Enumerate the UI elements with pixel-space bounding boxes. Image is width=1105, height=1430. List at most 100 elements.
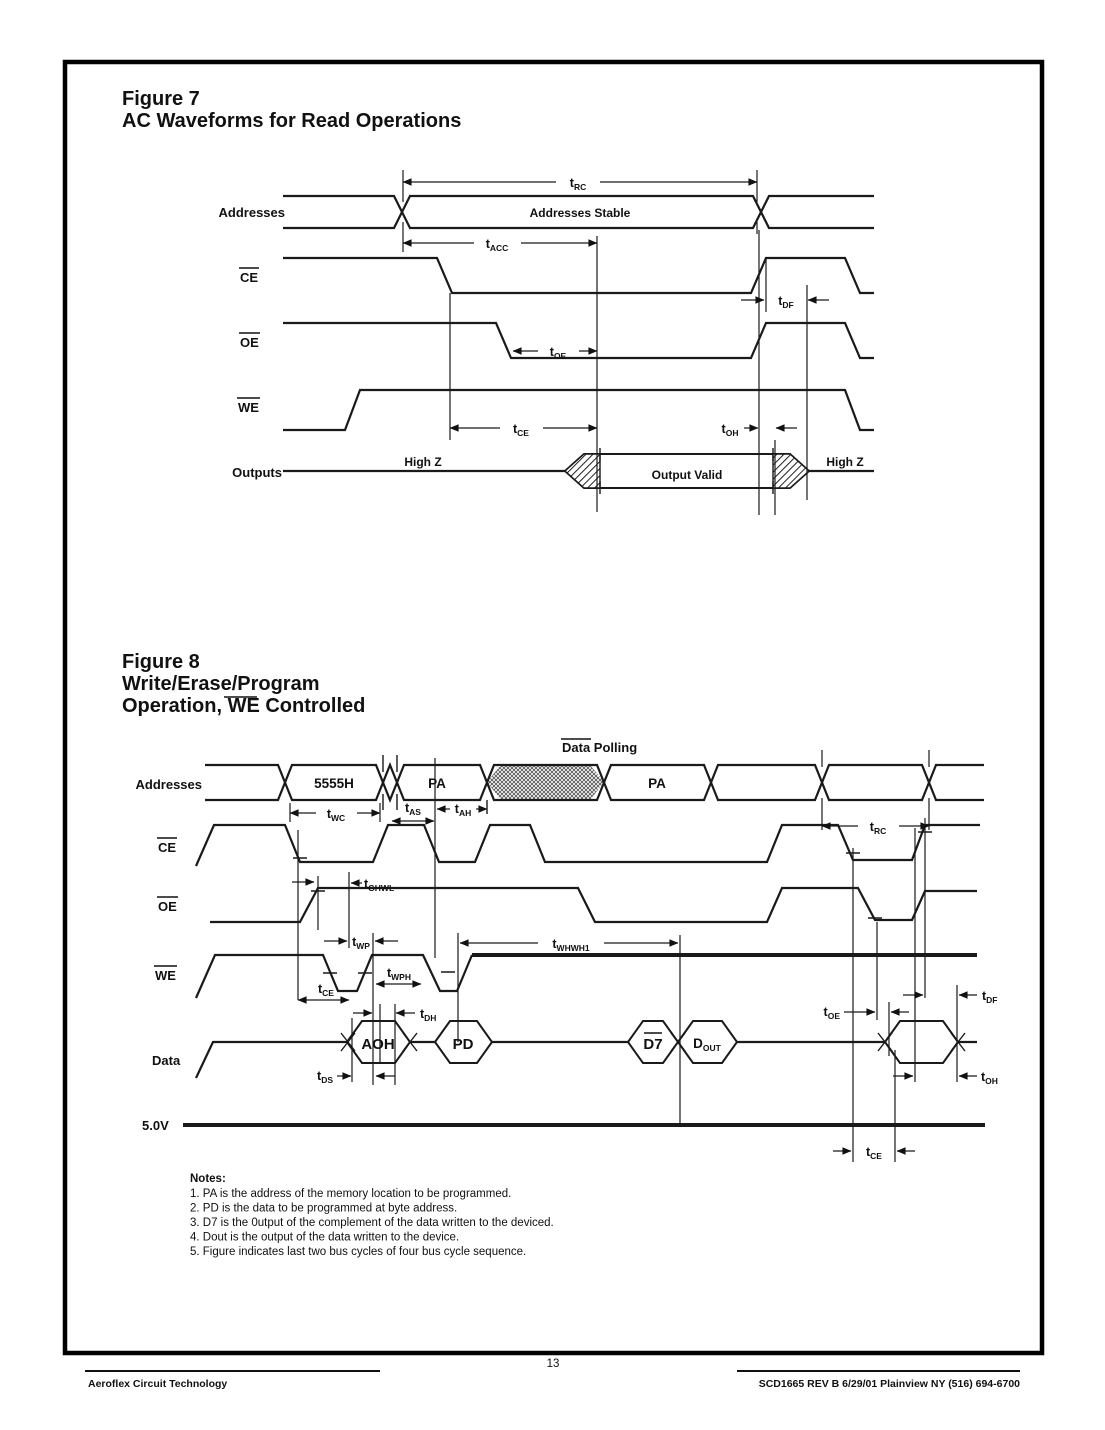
figure8-title-line1: Figure 8 <box>122 651 200 673</box>
page-footer: Aeroflex Circuit Technology 13 SCD1665 R… <box>85 1358 1020 1390</box>
svg-text:WE: WE <box>155 968 176 983</box>
fig8-dim-tce-bottom: tCE <box>833 1145 915 1161</box>
svg-text:tAS: tAS <box>405 801 421 817</box>
svg-text:tOE: tOE <box>550 345 567 361</box>
fig8-addresses-waveform: 5555H PA PA <box>205 755 984 814</box>
fig7-highz-right: High Z <box>826 455 863 469</box>
fig8-bus-d7: D7 <box>643 1032 663 1053</box>
svg-text:OE: OE <box>158 899 177 914</box>
svg-text:Data Polling: Data Polling <box>562 740 637 755</box>
fig8-edge-ticks <box>293 831 932 974</box>
fig8-dim-tdh: tDH <box>353 1007 436 1023</box>
svg-text:tOH: tOH <box>722 422 739 438</box>
svg-text:tCE: tCE <box>866 1145 882 1161</box>
fig8-dim-toe: tOE <box>824 1005 909 1021</box>
fig8-label-5v: 5.0V <box>142 1118 169 1133</box>
figure8-title-line2: Write/Erase/Program <box>122 673 320 695</box>
svg-text:CE: CE <box>158 840 176 855</box>
fig8-dim-tds: tDS <box>317 1069 395 1085</box>
fig7-label-ce: CE <box>239 267 259 285</box>
svg-text:D7: D7 <box>643 1036 662 1053</box>
note-item: 2. PD is the data to be programmed at by… <box>190 1203 457 1215</box>
figure7: Figure 7 AC Waveforms for Read Operation… <box>122 88 874 515</box>
fig8-dim-tas: tAS <box>391 801 435 825</box>
footer-doc-ref: SCD1665 REV B 6/29/01 Plainview NY (516)… <box>759 1378 1020 1390</box>
fig8-bus-aoh: AOH <box>361 1036 394 1053</box>
notes-block: Notes: 1. PA is the address of the memor… <box>190 1173 554 1258</box>
figure8-title-line3: Operation, WE Controlled <box>122 695 365 717</box>
fig7-output-valid: Output Valid <box>652 468 723 482</box>
fig8-label-we: WE <box>154 965 177 983</box>
svg-text:WE: WE <box>238 400 259 415</box>
note-item: 1. PA is the address of the memory locat… <box>190 1188 511 1200</box>
svg-text:tWPH: tWPH <box>387 966 411 982</box>
fig7-label-addresses: Addresses <box>219 205 285 220</box>
fig7-dim-toe: tOE <box>512 345 598 361</box>
fig8-dim-toh: tOH <box>893 1070 998 1086</box>
fig7-dim-tacc: tACC <box>402 237 598 253</box>
fig8-bus-pd: PD <box>453 1036 474 1053</box>
svg-text:tOH: tOH <box>981 1070 998 1086</box>
fig7-outputs-waveform: Output Valid High Z High Z <box>283 448 874 494</box>
fig7-label-we: WE <box>237 397 260 415</box>
figure7-title-line2: AC Waveforms for Read Operations <box>122 110 461 132</box>
fig8-label-ce: CE <box>157 837 177 855</box>
fig8-data-waveform: AOH PD D7 DOUT <box>195 1020 977 1079</box>
fig8-polling-hatch <box>487 765 604 800</box>
svg-text:tACC: tACC <box>486 237 509 253</box>
fig7-addresses-waveform: Addresses Stable <box>283 194 874 230</box>
svg-text:Operation, WE Controlled: Operation, WE Controlled <box>122 695 365 717</box>
fig7-dim-tce: tCE <box>449 422 598 438</box>
svg-text:tRC: tRC <box>870 820 886 836</box>
fig7-addresses-stable: Addresses Stable <box>530 206 631 220</box>
svg-text:tWHWH1: tWHWH1 <box>552 937 589 953</box>
fig8-dim-twph: tWPH <box>375 966 422 988</box>
svg-text:tGHWL: tGHWL <box>364 877 394 893</box>
svg-text:tOE: tOE <box>824 1005 841 1021</box>
note-item: 4. Dout is the output of the data writte… <box>190 1232 459 1244</box>
fig8-oe-waveform <box>210 886 977 924</box>
svg-text:OE: OE <box>240 335 259 350</box>
page-border <box>62 59 1045 1356</box>
fig7-reference-lines <box>402 170 808 515</box>
fig7-ce-waveform <box>283 256 874 295</box>
fig7-dim-toh: tOH <box>722 422 797 438</box>
fig8-bus-5555h: 5555H <box>314 776 354 791</box>
svg-text:tDF: tDF <box>778 294 794 310</box>
fig8-bus-pa2: PA <box>648 776 666 791</box>
svg-text:tDH: tDH <box>420 1007 436 1023</box>
figure8: Figure 8 Write/Erase/Program Operation, … <box>122 651 998 1162</box>
fig8-dim-twp: tWP <box>324 935 398 951</box>
footer-company: Aeroflex Circuit Technology <box>88 1378 227 1390</box>
fig8-dim-twhwh1: tWHWH1 <box>459 937 679 953</box>
fig8-dim-tce-left: tCE <box>297 982 350 1004</box>
fig7-highz-left: High Z <box>404 455 441 469</box>
fig8-label-data: Data <box>152 1053 181 1068</box>
fig8-label-oe: OE <box>157 896 178 914</box>
svg-text:CE: CE <box>240 270 258 285</box>
figure7-title-line1: Figure 7 <box>122 88 200 110</box>
svg-text:tWC: tWC <box>327 807 345 823</box>
svg-text:tDF: tDF <box>982 989 998 1005</box>
fig8-bus-pa1: PA <box>428 776 446 791</box>
fig8-dim-tdf: tDF <box>903 989 998 1005</box>
fig8-dim-trc: tRC <box>821 820 930 836</box>
fig8-label-addresses: Addresses <box>136 777 202 792</box>
svg-text:tDS: tDS <box>317 1069 333 1085</box>
note-item: 5. Figure indicates last two bus cycles … <box>190 1246 526 1258</box>
fig7-label-oe: OE <box>239 332 260 350</box>
svg-text:tCE: tCE <box>513 422 529 438</box>
fig8-ce-waveform <box>194 823 980 867</box>
fig8-data-polling-label: Data Polling <box>561 738 637 755</box>
fig8-bus-dout: DOUT <box>693 1036 722 1053</box>
fig8-dim-tghwl: tGHWL <box>292 877 394 893</box>
footer-page-number: 13 <box>547 1358 560 1370</box>
notes-heading: Notes: <box>190 1173 226 1185</box>
svg-text:tCE: tCE <box>318 982 334 998</box>
svg-text:tWP: tWP <box>352 935 370 951</box>
fig8-we-waveform <box>194 953 977 999</box>
fig8-dim-twc: tWC <box>289 807 381 823</box>
note-item: 3. D7 is the 0utput of the complement of… <box>190 1217 554 1229</box>
